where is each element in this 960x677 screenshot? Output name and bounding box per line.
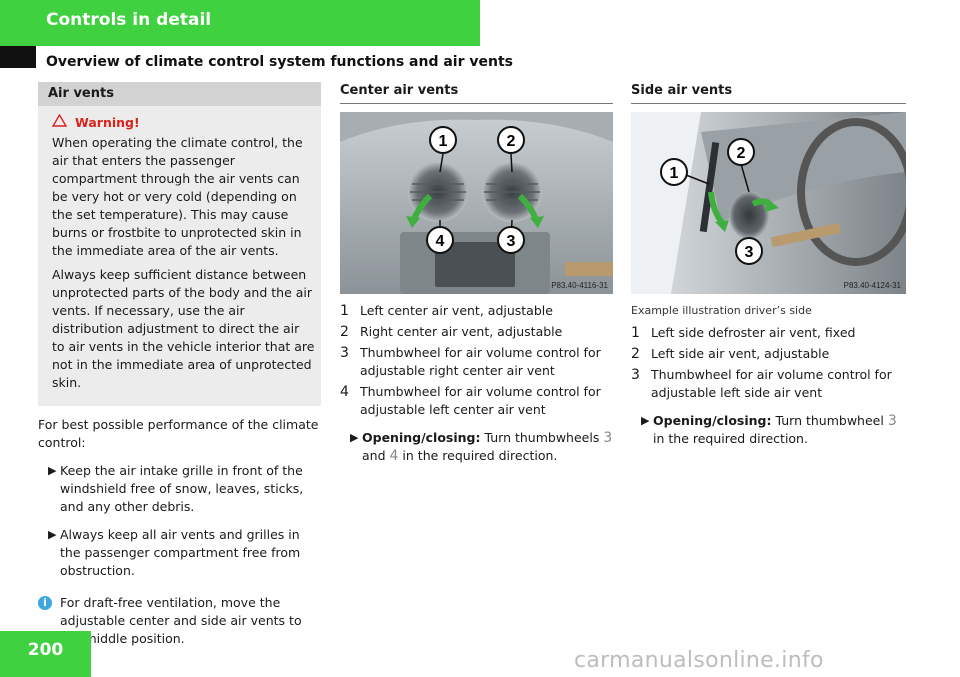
item-text: Left side air vent, adjustable <box>651 346 830 361</box>
item-number: 3 <box>631 367 640 383</box>
callout-1: 1 <box>670 165 679 182</box>
list-item: 3 Thumbwheel for air volume control for a… <box>631 366 906 402</box>
box-title: Air vents <box>38 82 321 106</box>
warning-text-1: When operating the climate control, the … <box>52 135 303 258</box>
list-item: 1 Left center air vent, adjustable <box>340 302 613 320</box>
bullet-text: Keep the air intake grille in front of t… <box>60 463 304 514</box>
bullet-item: ▶ Keep the air intake grille in front of… <box>38 462 321 516</box>
callout-3: 3 <box>745 244 754 261</box>
callout-2: 2 <box>507 133 516 150</box>
callout-4: 4 <box>436 233 445 250</box>
list-item: 2 Left side air vent, adjustable <box>631 345 906 363</box>
action-text: Turn thumbwheel <box>775 413 884 428</box>
action-number: 4 <box>389 448 399 464</box>
air-vents-box: Air vents Warning! When operating the cl… <box>38 82 321 406</box>
warning-triangle-icon <box>51 113 68 132</box>
page-title: Overview of climate control system funct… <box>46 54 513 70</box>
center-image-code: P83.40-4116-31 <box>551 281 608 290</box>
bullet-item: ▶ Always keep all air vents and grilles … <box>38 526 321 580</box>
warning-text-2: Always keep sufficient distance between … <box>52 267 315 390</box>
arrow-right-icon: ▶ <box>48 464 57 477</box>
action-label: Opening/closing: <box>653 413 772 428</box>
side-vents-photo: 1 2 3 P83.40-4124-31 <box>631 112 906 294</box>
list-item: 2 Right center air vent, adjustable <box>340 323 613 341</box>
item-text: Thumbwheel for air volume control for ad… <box>360 345 601 378</box>
header-bar <box>0 0 480 46</box>
callout-2: 2 <box>737 145 746 162</box>
action-text: in the required direction. <box>653 431 808 446</box>
center-action: ▶ Opening/closing: Turn thumbwheels 3 an… <box>340 429 613 465</box>
side-legend: 1 Left side defroster air vent, fixed 2 Le… <box>631 324 906 402</box>
section-title: Controls in detail <box>46 10 212 30</box>
action-number: 3 <box>887 413 897 429</box>
action-text: Turn thumbwheels <box>484 430 600 445</box>
center-vents-photo: 1 2 3 4 P83.40-4116-31 <box>340 112 613 294</box>
item-text: Thumbwheel for air volume control for ad… <box>651 367 892 400</box>
image-caption: Example illustration driver’s side <box>631 304 812 317</box>
item-text: Right center air vent, adjustable <box>360 324 563 339</box>
action-text: in the required direction. <box>402 448 558 463</box>
action-text: and <box>362 448 386 463</box>
page-number: 200 <box>0 631 91 677</box>
arrow-right-icon: ▶ <box>48 528 57 541</box>
list-item: 3 Thumbwheel for air volume control for a… <box>340 344 613 380</box>
header-marker <box>0 46 36 68</box>
center-legend: 1 Left center air vent, adjustable 2 Right… <box>340 302 613 419</box>
warning-heading: Warning! <box>51 113 315 132</box>
action-number: 3 <box>603 430 613 446</box>
info-text: For draft-free ventilation, move the adj… <box>60 595 302 646</box>
item-number: 4 <box>340 384 349 400</box>
list-item: 1 Left side defroster air vent, fixed <box>631 324 906 342</box>
callout-1: 1 <box>439 133 448 150</box>
side-action: ▶ Opening/closing: Turn thumbwheel 3 in … <box>631 412 906 448</box>
item-text: Thumbwheel for air volume control for ad… <box>360 384 601 417</box>
info-icon: i <box>38 596 52 610</box>
warning-label: Warning! <box>75 115 140 130</box>
action-label: Opening/closing: <box>362 430 481 445</box>
item-number: 2 <box>340 324 349 340</box>
center-column: Center air vents <box>340 82 613 465</box>
right-column: Side air vents <box>631 82 906 448</box>
item-number: 1 <box>340 303 349 319</box>
item-number: 2 <box>631 346 640 362</box>
left-column: Air vents Warning! When operating the cl… <box>38 82 321 648</box>
item-number: 3 <box>340 345 349 361</box>
center-vents-heading: Center air vents <box>340 82 613 104</box>
callout-3: 3 <box>507 233 516 250</box>
arrow-right-icon: ▶ <box>641 414 650 427</box>
list-item: 4 Thumbwheel for air volume control for a… <box>340 383 613 419</box>
item-number: 1 <box>631 325 640 341</box>
item-text: Left side defroster air vent, fixed <box>651 325 856 340</box>
info-note: i For draft-free ventilation, move the a… <box>38 594 321 648</box>
watermark: carmanualsonline.info <box>574 648 824 673</box>
side-image-code: P83.40-4124-31 <box>844 281 902 290</box>
item-text: Left center air vent, adjustable <box>360 303 553 318</box>
intro-text: For best possible performance of the cli… <box>38 417 319 450</box>
arrow-right-icon: ▶ <box>350 431 359 444</box>
side-vents-heading: Side air vents <box>631 82 906 104</box>
bullet-text: Always keep all air vents and grilles in… <box>60 527 301 578</box>
